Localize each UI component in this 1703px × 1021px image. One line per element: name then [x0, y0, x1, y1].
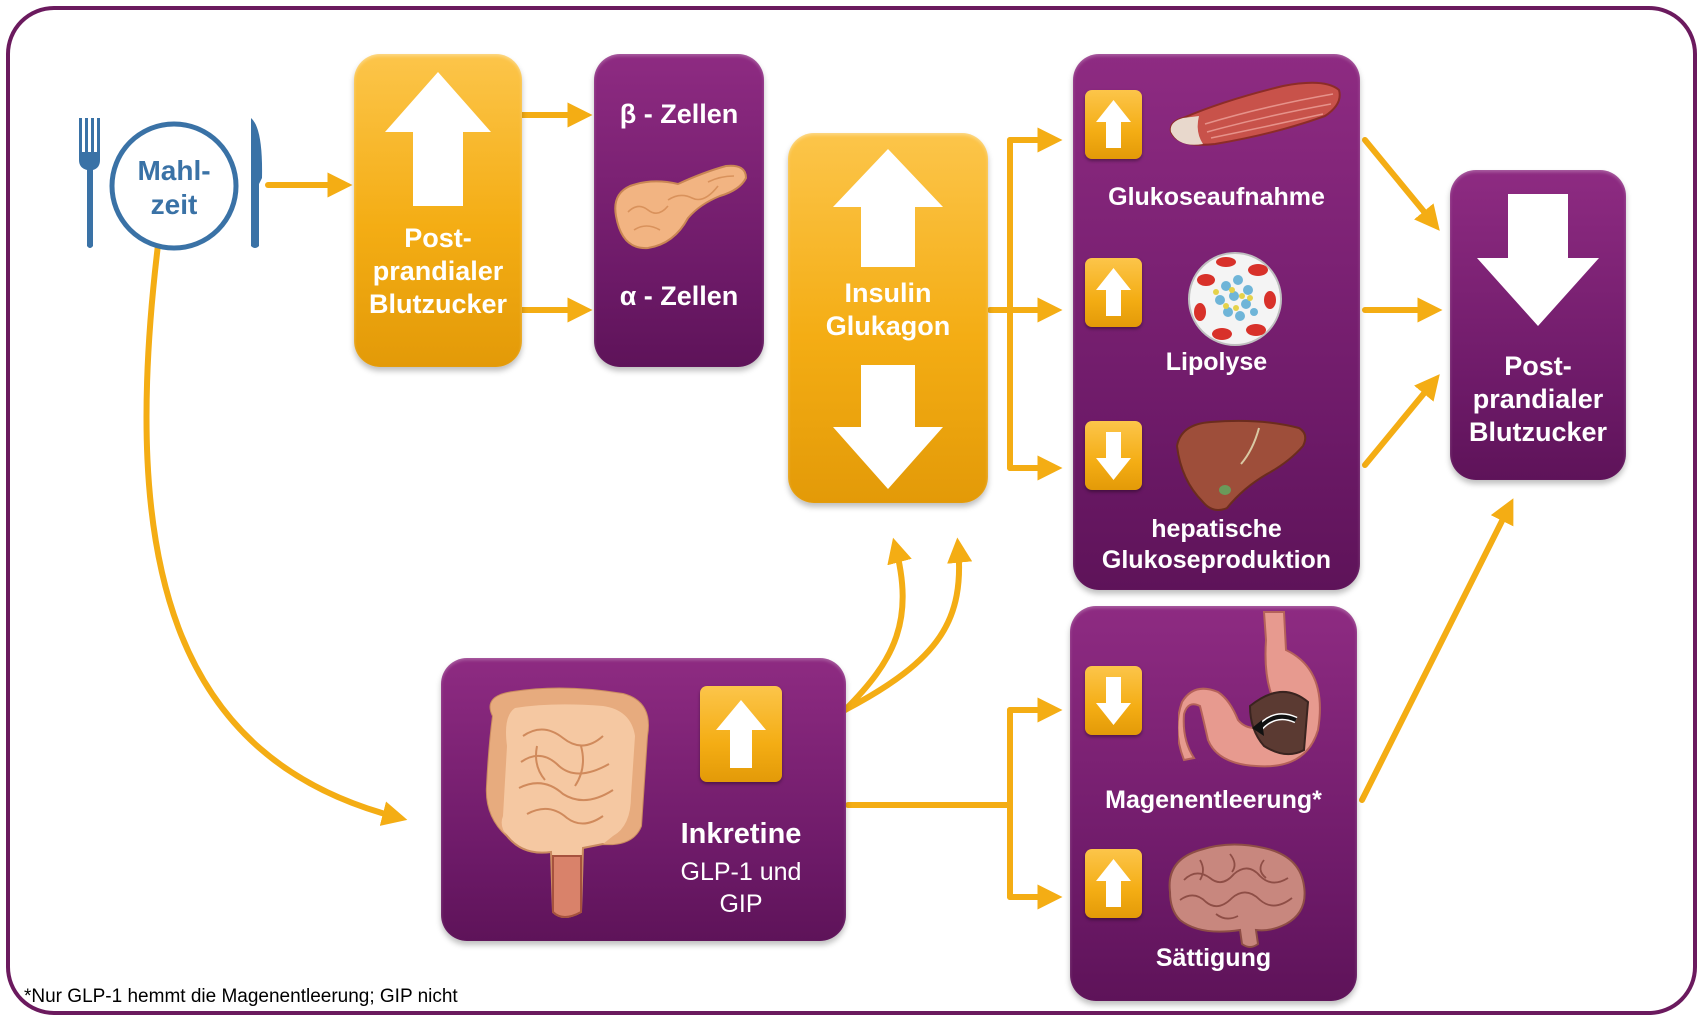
arrow-up-icon: [700, 686, 782, 782]
hepatic-label: hepatische Glukoseproduktion: [1073, 514, 1360, 576]
gastric-emptying-decrease-badge: [1085, 666, 1142, 735]
postprandial-result-label: Post- prandialer Blutzucker: [1450, 350, 1626, 449]
pancreas-icon: [608, 156, 750, 254]
postprandial-rise-label: Post- prandialer Blutzucker: [354, 222, 522, 321]
arrow-up-icon: [1085, 258, 1142, 327]
satiety-increase-badge: [1085, 849, 1142, 918]
arrow-up-icon: [383, 70, 493, 208]
knife-icon: [243, 118, 265, 250]
fork-icon: [78, 118, 102, 250]
liver-icon: [1171, 416, 1311, 516]
alpha-cells-label: α - Zellen: [594, 280, 764, 313]
beta-cells-label: β - Zellen: [594, 98, 764, 131]
meal-label: Mahl- zeit: [108, 154, 240, 222]
hepatic-decrease-badge: [1085, 421, 1142, 490]
glucose-uptake-label: Glukoseaufnahme: [1073, 181, 1360, 214]
arrow-down-icon: [1085, 666, 1142, 735]
brain-icon: [1160, 840, 1310, 950]
postprandial-result-box: Post- prandialer Blutzucker: [1450, 170, 1626, 480]
pancreas-cells-box: β - Zellen α - Zellen: [594, 54, 764, 367]
arrow-up-icon: [831, 147, 945, 269]
incretins-subtitle: GLP-1 und GIP: [657, 856, 825, 920]
muscle-icon: [1165, 72, 1345, 152]
footnote: *Nur GLP-1 hemmt die Magenentleerung; GI…: [24, 986, 458, 1008]
lipolysis-increase-badge: [1085, 258, 1142, 327]
satiety-label: Sättigung: [1070, 942, 1357, 975]
incretins-box: Inkretine GLP-1 und GIP: [441, 658, 846, 941]
lipolysis-label: Lipolyse: [1073, 346, 1360, 379]
fat-cell-icon: [1186, 250, 1284, 348]
arrow-down-icon: [1475, 192, 1601, 328]
hormones-box: Insulin Glukagon: [788, 133, 988, 503]
arrow-up-icon: [1085, 849, 1142, 918]
arrow-down-icon: [831, 363, 945, 491]
incretins-increase-badge: [700, 686, 782, 782]
arrow-up-icon: [1085, 90, 1142, 159]
arrow-down-icon: [1085, 421, 1142, 490]
gastric-emptying-label: Magenentleerung*: [1070, 784, 1357, 817]
hormones-label: Insulin Glukagon: [788, 277, 988, 343]
postprandial-rise-box: Post- prandialer Blutzucker: [354, 54, 522, 367]
incretins-title: Inkretine: [657, 818, 825, 851]
intestine-icon: [463, 676, 663, 926]
gut-effects-box: Magenentleerung* Sättigung: [1070, 606, 1357, 1001]
stomach-icon: [1178, 610, 1338, 778]
metabolic-effects-box: Glukoseaufnahme Lipolyse: [1073, 54, 1360, 590]
uptake-increase-badge: [1085, 90, 1142, 159]
